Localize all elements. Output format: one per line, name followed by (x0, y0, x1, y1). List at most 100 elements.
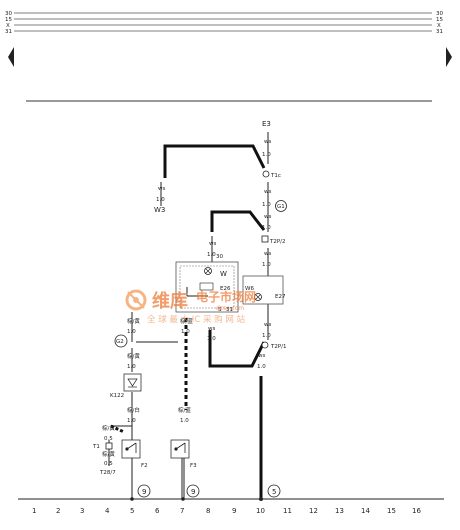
rail-label-left-31: 31 (5, 29, 12, 35)
grid-number: 11 (283, 507, 292, 515)
label-w: W (220, 270, 227, 278)
wire-color-w3: ws (158, 186, 165, 192)
rail-label-left-x: X (6, 23, 10, 29)
label-t2p1: T2P/1 (270, 344, 287, 350)
wire-gauge-t1-bottom: 0.5 (104, 461, 113, 467)
ground-ref-1[interactable] (137, 484, 151, 498)
wire-gauge-e26-mid: 1.0 (181, 329, 190, 335)
wire-gauge-e26-left: 1.0 (127, 329, 136, 335)
wire-gauge-k122-bottom: 1.0 (127, 418, 136, 424)
grid-number: 6 (155, 507, 160, 515)
wire-gauge-w3: 1.0 (156, 197, 165, 203)
watermark-brand: 维库 (152, 290, 188, 312)
wire-gauge-e26-right: 1.0 (207, 336, 216, 342)
wire-color-t2p1: ws (258, 353, 265, 359)
grid-number: 3 (80, 507, 84, 515)
label-e3: E3 (262, 120, 271, 128)
watermark: 维库 电子市场网 dzsc.com 全 球 最 大 IC 采 购 网 站 (125, 289, 256, 325)
wire-gauge-g1-b: 1.0 (262, 225, 271, 231)
label-t1c: T1c (270, 173, 281, 179)
label-g2: G2 (116, 339, 124, 345)
wire-color-e26-left: 棕/黄 (127, 317, 140, 325)
wire-gauge-w-left: 1.0 (207, 252, 216, 258)
ground-ref-3[interactable] (267, 484, 281, 498)
wire-gauge-g1: 1.0 (262, 202, 271, 208)
component-f2 (121, 439, 141, 459)
wire-color-f3: 棕/蓝 (178, 406, 191, 414)
grid-number: 9 (232, 507, 236, 515)
label-k122: K122 (110, 393, 124, 399)
watermark-subtitle: 电子市场网 (196, 289, 256, 304)
label-t2p2: T2P/2 (269, 239, 286, 245)
ground-ref-2[interactable] (186, 484, 200, 498)
wire-color-w6-bottom: ws (264, 322, 271, 328)
wire-color-g1-b: ws (264, 214, 271, 220)
wire-gauge-e3: 1.0 (262, 152, 271, 158)
grid-number: 5 (130, 507, 134, 515)
rail-label-left-30: 30 (5, 11, 12, 17)
grid-number: 8 (206, 507, 210, 515)
rail-label-left-15: 15 (5, 17, 12, 23)
grid-number: 2 (56, 507, 60, 515)
ground-ref-1-label: 9 (142, 488, 146, 496)
wire-color-t1-bottom: 棕/黄 (102, 450, 115, 458)
connector-t2p1 (261, 341, 269, 349)
grid-number: 13 (335, 507, 344, 515)
watermark-logo-icon (125, 289, 147, 311)
rail-label-right-30: 30 (436, 11, 443, 17)
wire-gauge-t2p1: 1.0 (257, 364, 266, 370)
label-f2: F2 (141, 463, 148, 469)
label-e26: E26 (220, 286, 231, 292)
wire-color-g1: ws (264, 189, 271, 195)
terminal-30: 30 (216, 254, 223, 260)
terminal-s: S (218, 307, 222, 313)
label-w3: W3 (154, 206, 165, 214)
page-right-arrow-icon[interactable] (446, 47, 452, 67)
ground-ref-3-label: 5 (272, 488, 276, 496)
hatched-wire-k122 (110, 424, 125, 434)
grid-number: 7 (180, 507, 184, 515)
wire-color-t1-top: 棕/黄 (102, 424, 115, 432)
power-rails: 30 15 X 31 30 15 X 31 (5, 11, 443, 35)
label-t1: T1 (92, 444, 100, 450)
wire-color-e3: ws (264, 139, 271, 145)
wire-gauge-w6-bottom: 1.0 (262, 333, 271, 339)
wire-color-w6-top: ws (264, 251, 271, 257)
terminal-31: 31 (226, 307, 233, 313)
component-k122 (123, 373, 142, 392)
wire-color-w-left: ws (209, 241, 216, 247)
label-w6: W6 (245, 286, 254, 292)
component-w-e26: W E26 (175, 261, 239, 313)
label-e27: E27 (275, 294, 286, 300)
wire-color-k122-bottom: 棕/白 (127, 406, 140, 414)
watermark-slogan: 全 球 最 大 IC 采 购 网 站 (147, 314, 246, 325)
label-t28: T28/7 (99, 470, 116, 476)
grid-number: 1 (32, 507, 36, 515)
grid-number: 14 (361, 507, 370, 515)
wire-color-e26-mid: 棕/蓝 (180, 317, 193, 325)
wire-color-e26-right: ws (208, 326, 215, 332)
thick-wires (163, 144, 266, 498)
wire-gauge-k122-top: 1.0 (127, 364, 136, 370)
watermark-domain: dzsc.com (216, 305, 244, 312)
thin-wires (108, 132, 269, 498)
connector-g1 (275, 200, 287, 212)
wire-color-k122-top: 棕/黄 (127, 352, 140, 360)
component-f3 (170, 439, 190, 459)
grid-numbers: 1 2 3 4 5 6 7 8 9 10 11 12 13 14 15 16 (32, 507, 421, 515)
wire-gauge-w6-top: 1.0 (262, 262, 271, 268)
page-left-arrow-icon[interactable] (8, 47, 14, 67)
rail-label-right-31: 31 (436, 29, 443, 35)
grid-number: 16 (412, 507, 421, 515)
grid-number: 12 (309, 507, 318, 515)
connector-g2 (114, 334, 128, 348)
ground-ref-2-label: 9 (191, 488, 195, 496)
rail-label-right-15: 15 (436, 17, 443, 23)
label-f3: F3 (190, 463, 197, 469)
diode-icon (127, 378, 138, 387)
component-w6-e27: W6 E27 (242, 275, 286, 305)
rail-label-right-x: X (437, 23, 441, 29)
connector-t1c (262, 170, 270, 178)
wire-gauge-t1-top: 0.5 (104, 436, 113, 442)
